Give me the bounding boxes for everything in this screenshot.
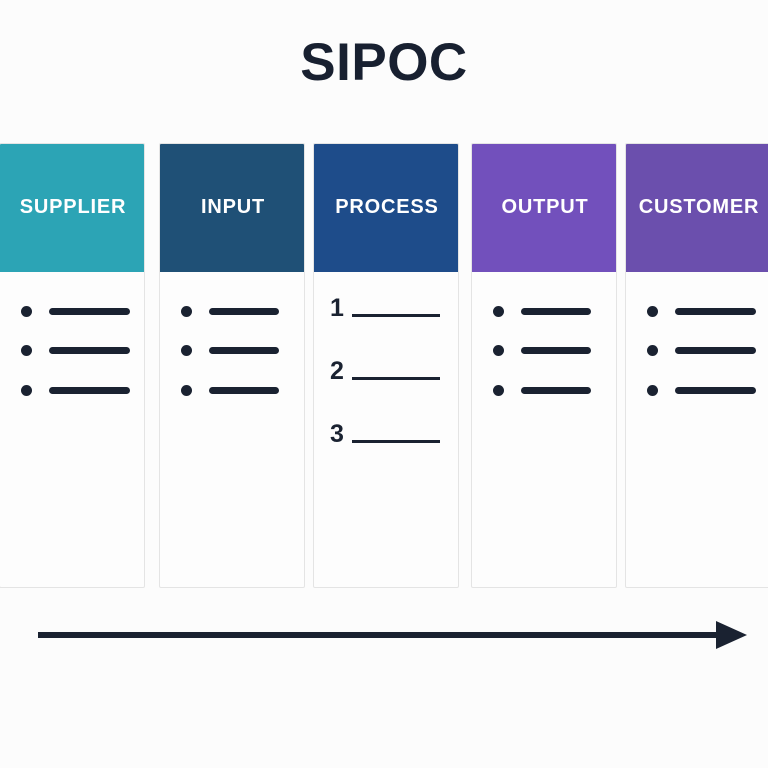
- bullet-dot-icon: [181, 385, 192, 396]
- list-item[interactable]: [647, 385, 756, 396]
- list-item[interactable]: [181, 306, 279, 317]
- column-customer[interactable]: CUSTOMER: [625, 143, 768, 588]
- column-header-label-output: OUTPUT: [501, 196, 589, 218]
- column-header-label-input: INPUT: [201, 196, 265, 218]
- column-input[interactable]: INPUT: [159, 143, 305, 588]
- step-number: 2: [330, 357, 344, 385]
- list-item[interactable]: [181, 345, 279, 356]
- blank-line[interactable]: [675, 347, 756, 354]
- column-header-input: INPUT: [160, 144, 304, 272]
- page-title: SIPOC: [300, 33, 468, 92]
- blank-line[interactable]: [351, 314, 440, 317]
- list-item[interactable]: [493, 385, 591, 396]
- step-number: 1: [330, 294, 344, 322]
- column-process[interactable]: PROCESS 1 2 3: [313, 143, 459, 588]
- step-number: 3: [330, 420, 344, 448]
- column-header-label-customer: CUSTOMER: [638, 196, 760, 218]
- bullet-dot-icon: [21, 345, 32, 356]
- blank-line[interactable]: [351, 440, 440, 443]
- list-item[interactable]: [21, 345, 130, 356]
- list-item[interactable]: [21, 306, 130, 317]
- column-header-label-process: PROCESS: [335, 196, 439, 218]
- column-body-output: [472, 273, 616, 587]
- blank-line[interactable]: [49, 347, 130, 354]
- list-item[interactable]: [493, 306, 591, 317]
- sipoc-columns: SUPPLIER INPUT: [0, 143, 768, 588]
- bullet-dot-icon: [21, 385, 32, 396]
- blank-line[interactable]: [675, 308, 756, 315]
- left-to-right-flow-arrow-icon: [38, 621, 747, 649]
- column-body-supplier: [0, 273, 144, 587]
- list-item[interactable]: [647, 306, 756, 317]
- blank-line[interactable]: [521, 387, 591, 394]
- numbered-list-item[interactable]: 3: [330, 421, 440, 447]
- blank-line[interactable]: [521, 308, 591, 315]
- bullet-dot-icon: [493, 385, 504, 396]
- list-item[interactable]: [493, 345, 591, 356]
- bullet-dot-icon: [647, 306, 658, 317]
- list-item[interactable]: [647, 345, 756, 356]
- column-header-supplier: SUPPLIER: [0, 144, 144, 272]
- bullet-dot-icon: [493, 306, 504, 317]
- column-header-label-supplier: SUPPLIER: [19, 196, 127, 218]
- blank-line[interactable]: [209, 308, 279, 315]
- bullet-dot-icon: [647, 385, 658, 396]
- column-body-process: 1 2 3: [314, 273, 458, 587]
- column-header-customer: CUSTOMER: [626, 144, 768, 272]
- blank-line[interactable]: [351, 377, 440, 380]
- blank-line[interactable]: [49, 308, 130, 315]
- blank-line[interactable]: [209, 347, 279, 354]
- numbered-list-item[interactable]: 2: [330, 358, 440, 384]
- list-item[interactable]: [21, 385, 130, 396]
- column-output[interactable]: OUTPUT: [471, 143, 617, 588]
- column-body-customer: [626, 273, 768, 587]
- bullet-dot-icon: [647, 345, 658, 356]
- column-header-output: OUTPUT: [472, 144, 616, 272]
- column-supplier[interactable]: SUPPLIER: [0, 143, 145, 588]
- blank-line[interactable]: [209, 387, 279, 394]
- blank-line[interactable]: [521, 347, 591, 354]
- list-item[interactable]: [181, 385, 279, 396]
- blank-line[interactable]: [49, 387, 130, 394]
- bullet-dot-icon: [181, 345, 192, 356]
- blank-line[interactable]: [675, 387, 756, 394]
- column-body-input: [160, 273, 304, 587]
- numbered-list-item[interactable]: 1: [330, 295, 440, 321]
- bullet-dot-icon: [21, 306, 32, 317]
- column-header-process: PROCESS: [314, 144, 458, 272]
- bullet-dot-icon: [181, 306, 192, 317]
- bullet-dot-icon: [493, 345, 504, 356]
